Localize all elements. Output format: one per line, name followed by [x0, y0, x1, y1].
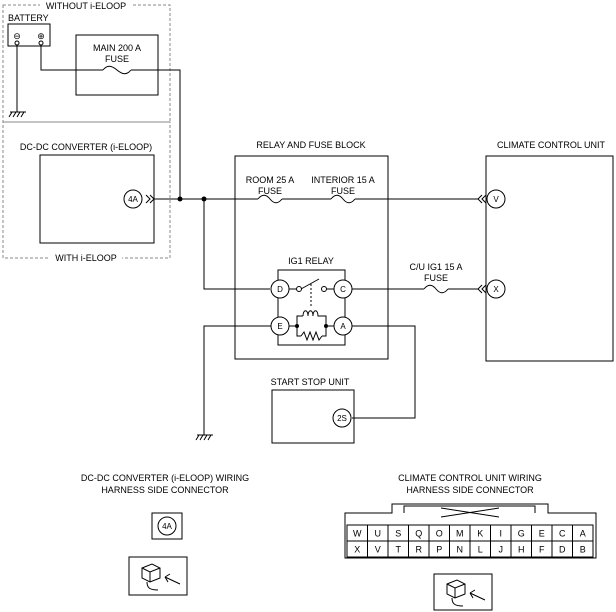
main-fuse-label-2: FUSE — [105, 54, 129, 64]
connector-pin-label: A — [580, 529, 586, 539]
terminal-c-label: C — [340, 285, 346, 294]
terminal-2s — [332, 408, 352, 428]
connector-pin-label: N — [457, 545, 464, 555]
connector-pin-label: W — [353, 529, 362, 539]
junction-1 — [177, 196, 183, 202]
start-stop-unit-box — [271, 389, 355, 444]
connector-terminal-4a — [157, 516, 177, 536]
interior-fuse-icon — [330, 194, 356, 204]
climate-unit-box — [485, 155, 614, 362]
terminal-e-label: E — [277, 322, 282, 331]
connector-pin-label: B — [580, 545, 586, 555]
room-fuse-label-2: FUSE — [258, 186, 282, 196]
connector-pin-label: S — [395, 529, 401, 539]
connector-pin-label: O — [436, 529, 443, 539]
terminal-x-label: X — [493, 285, 499, 294]
connector-pin-label: P — [436, 545, 442, 555]
ig1-relay-label: IG1 RELAY — [288, 256, 334, 266]
terminal-v-label: V — [493, 195, 499, 204]
dcdc-connector-label-2: HARNESS SIDE CONNECTOR — [101, 485, 229, 495]
connector-pin-label: E — [539, 529, 545, 539]
cu-fuse-label: C/U IG1 15 A — [409, 262, 462, 272]
climate-connector-label-2: HARNESS SIDE CONNECTOR — [406, 485, 534, 495]
connector-pin-label: G — [518, 529, 525, 539]
connector-pin-label: C — [559, 529, 566, 539]
without-ieloop-box — [2, 4, 171, 123]
terminal-d-label: D — [277, 285, 283, 294]
connector-pin-label: M — [456, 529, 464, 539]
relay-coil-icon — [302, 310, 320, 317]
connector-pin-label: J — [499, 545, 504, 555]
battery-positive-icon: ⊕ — [37, 31, 45, 41]
connector-pin-label: T — [396, 545, 402, 555]
terminal-v — [486, 189, 506, 209]
without-ieloop-label: WITHOUT i-ELOOP — [46, 1, 126, 11]
connector-pin-label: R — [416, 545, 423, 555]
cu-fuse-label-2: FUSE — [424, 273, 448, 283]
connector-pin-label: F — [539, 545, 545, 555]
ground-icon-2 — [195, 434, 213, 441]
relay-switch-icon — [300, 278, 320, 290]
connector-pin-label: U — [375, 529, 382, 539]
battery-negative-icon: ⊖ — [13, 31, 21, 41]
main-fuse-box — [75, 34, 159, 96]
terminal-4a-label: 4A — [128, 195, 138, 204]
connector-pin-label: Q — [415, 529, 422, 539]
relay-fuse-block-label: RELAY AND FUSE BLOCK — [256, 140, 365, 150]
room-fuse-icon — [257, 194, 283, 204]
main-fuse-icon — [102, 65, 132, 75]
dcdc-connector-view-icon — [128, 556, 188, 596]
terminal-4a — [123, 189, 143, 209]
climate-connector-outline — [344, 503, 597, 559]
connector-pin-label: V — [375, 545, 381, 555]
interior-fuse-label-2: FUSE — [331, 186, 355, 196]
interior-fuse-label: INTERIOR 15 A — [311, 175, 375, 185]
connector-pin-label: K — [477, 529, 483, 539]
terminal-a-label: A — [340, 322, 346, 331]
terminal-x — [486, 279, 506, 299]
connector-pin-grid: W U S Q O M K I G E C A X V T R P N L J H F D B — [346, 524, 594, 558]
battery-symbol — [7, 23, 51, 47]
connector-pin-label: I — [499, 529, 502, 539]
with-ieloop-label: WITH i-ELOOP — [55, 253, 117, 263]
climate-connector-view-icon — [433, 573, 493, 611]
connector-pin-label: H — [518, 545, 525, 555]
dcdc-converter-label: DC-DC CONVERTER (i-ELOOP) — [20, 142, 152, 152]
relay-fuse-block-box — [234, 155, 389, 360]
main-fuse-label: MAIN 200 A — [93, 43, 141, 53]
start-stop-unit-label: START STOP UNIT — [271, 377, 350, 387]
climate-connector-label: CLIMATE CONTROL UNIT WIRING — [398, 473, 542, 483]
connector-pin-label: D — [559, 545, 566, 555]
connector-pin-label: X — [354, 545, 360, 555]
room-fuse-label: ROOM 25 A — [246, 175, 295, 185]
connector-arrow-icon — [145, 194, 155, 204]
connector-pin-label: L — [478, 545, 483, 555]
connector-arrow-icon-v — [477, 194, 487, 204]
ground-icon — [8, 111, 26, 118]
climate-unit-label: CLIMATE CONTROL UNIT — [497, 140, 606, 150]
terminal-2s-label: 2S — [337, 414, 347, 423]
connector-pin-cell — [572, 540, 594, 558]
dcdc-connector-label: DC-DC CONVERTER (i-ELOOP) WIRING — [81, 473, 249, 483]
resistor-icon — [300, 330, 323, 342]
connector-terminal-4a-label: 4A — [162, 522, 172, 531]
ig1-relay-box — [277, 269, 346, 346]
connector-arrow-icon-x — [477, 284, 487, 294]
cu-fuse-icon — [423, 284, 449, 294]
battery-label: BATTERY — [8, 13, 49, 23]
dcdc-connector-frame — [151, 512, 183, 540]
